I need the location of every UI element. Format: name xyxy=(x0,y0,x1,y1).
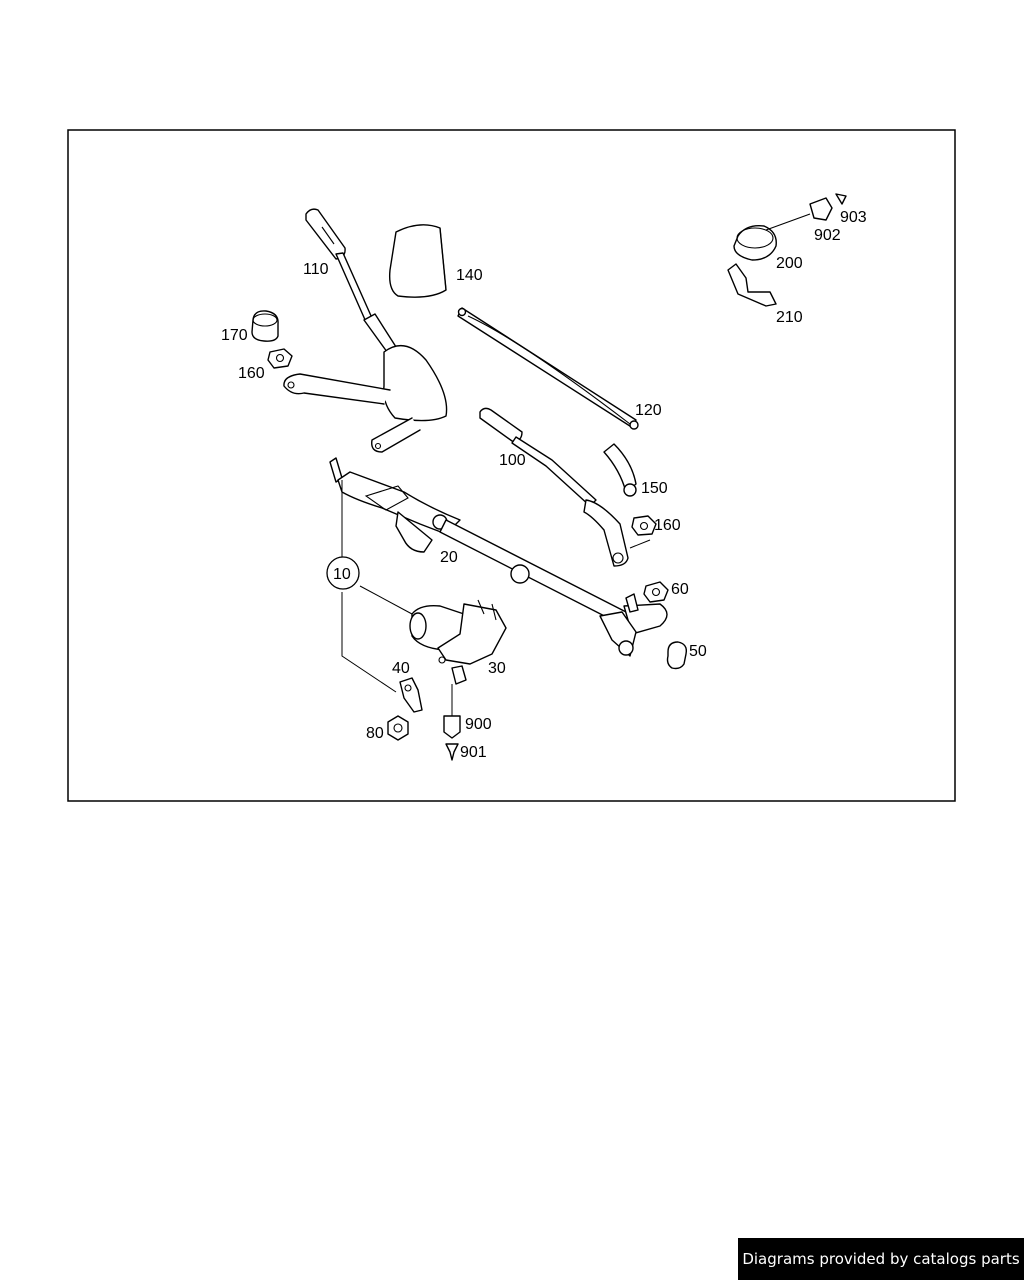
part-20-linkage xyxy=(329,457,668,657)
callout-40: 40 xyxy=(392,660,410,677)
part-50-mount xyxy=(666,641,688,670)
part-150-cover xyxy=(603,443,637,497)
credit-banner: Diagrams provided by catalogs parts xyxy=(738,1238,1024,1280)
leader-lines xyxy=(341,480,651,716)
part-30-motor xyxy=(409,599,507,685)
callout-902: 902 xyxy=(814,227,841,244)
callout-labels: 10 20 30 40 50 60 80 100 110 120 140 150… xyxy=(221,209,867,761)
part-170-cap xyxy=(251,310,279,342)
part-160-nut-right xyxy=(631,515,657,536)
part-140-cover-cap xyxy=(388,224,447,298)
callout-50: 50 xyxy=(689,643,707,660)
part-40-crank xyxy=(399,677,423,713)
callout-30: 30 xyxy=(488,660,506,677)
part-902-connector xyxy=(809,197,833,221)
callout-80: 80 xyxy=(366,725,384,742)
callout-903: 903 xyxy=(840,209,867,226)
part-120-wiper-blade xyxy=(457,307,639,430)
part-200-sensor xyxy=(733,213,811,261)
part-901-plug xyxy=(445,743,459,761)
callout-170: 170 xyxy=(221,327,248,344)
callout-210: 210 xyxy=(776,309,803,326)
callout-150: 150 xyxy=(641,480,668,497)
callout-900: 900 xyxy=(465,716,492,733)
callout-160-right: 160 xyxy=(654,517,681,534)
part-160-nut-left xyxy=(267,348,293,369)
callout-10: 10 xyxy=(333,566,351,583)
callout-200: 200 xyxy=(776,255,803,272)
callout-10-circle xyxy=(326,556,360,590)
callout-110: 110 xyxy=(303,261,329,278)
part-903-clip xyxy=(835,193,847,205)
callout-120: 120 xyxy=(635,402,662,419)
part-100-wiper-arm xyxy=(479,407,629,567)
callout-20: 20 xyxy=(440,549,458,566)
part-900-connector xyxy=(443,715,461,739)
part-80-nut xyxy=(387,715,409,741)
part-210-bracket xyxy=(727,263,777,307)
callout-901: 901 xyxy=(460,744,487,761)
callout-140: 140 xyxy=(456,267,483,284)
part-110-wiper-arm xyxy=(283,208,448,453)
callout-100: 100 xyxy=(499,452,526,469)
callout-160-left: 160 xyxy=(238,365,265,382)
callout-60: 60 xyxy=(671,581,689,598)
part-60-nut xyxy=(643,581,669,603)
diagram-frame xyxy=(67,129,956,802)
